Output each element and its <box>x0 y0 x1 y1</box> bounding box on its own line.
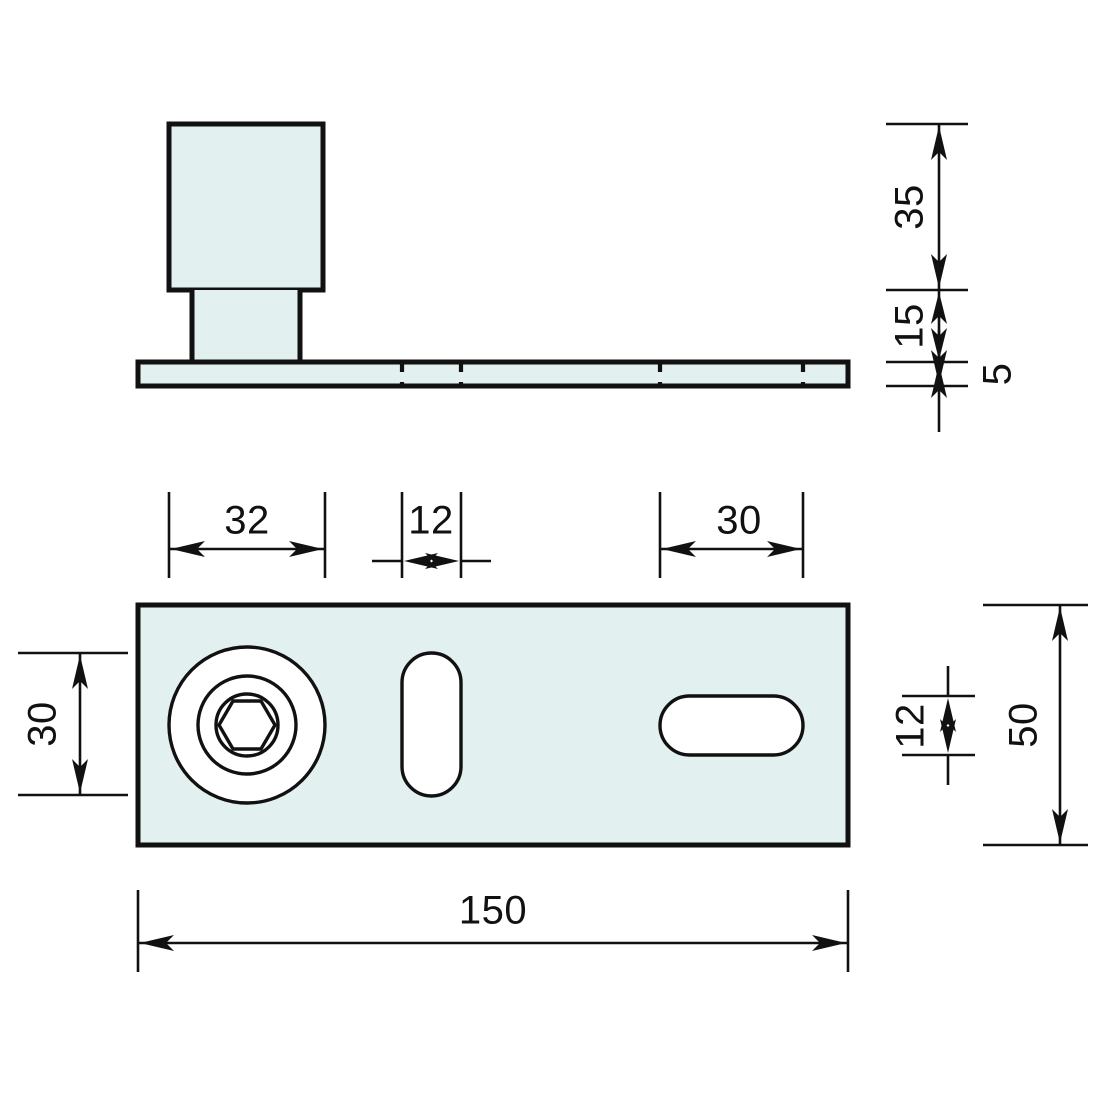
side-elevation-view <box>135 121 851 389</box>
dim-150: 150 <box>136 889 850 972</box>
neck-boss <box>189 287 303 365</box>
plan-top-dimension-group: 32 12 30 <box>167 492 805 578</box>
dim-32: 32 <box>167 492 327 578</box>
vertical-rounded-slot <box>400 651 463 798</box>
dim-150-label: 150 <box>459 889 527 933</box>
dim-12-right: 12 <box>889 666 975 785</box>
dim-5: 5 <box>931 330 1020 432</box>
dim-15: 15 <box>888 290 947 362</box>
dim-50-label: 50 <box>1002 702 1046 748</box>
plan-right-dimension-group: 12 50 <box>889 603 1088 847</box>
dim-30-left-label: 30 <box>21 701 65 747</box>
horizontal-rounded-slot <box>658 694 805 757</box>
dim-12-right-label: 12 <box>889 703 933 749</box>
dim-35: 35 <box>888 124 947 290</box>
dim-35-label: 35 <box>888 184 932 230</box>
counterbored-hex-socket-screw <box>167 645 327 805</box>
hidden-slot-projections <box>399 363 806 385</box>
dim-30-top: 30 <box>658 492 805 578</box>
base-plate-edge <box>135 359 851 389</box>
side-view-dimension-group: 35 15 5 <box>886 122 1020 432</box>
dim-32-label: 32 <box>224 499 270 543</box>
dim-12-top-label: 12 <box>408 499 454 543</box>
dim-30-left: 30 <box>18 651 128 797</box>
dim-5-label: 5 <box>976 363 1020 386</box>
square-head <box>166 121 326 293</box>
plan-top-view <box>135 602 851 848</box>
dim-15-label: 15 <box>888 303 932 349</box>
dim-12-top: 12 <box>372 492 491 578</box>
dim-30-top-label: 30 <box>716 499 762 543</box>
hex-socket-icon <box>217 699 277 751</box>
dim-50: 50 <box>983 603 1088 847</box>
